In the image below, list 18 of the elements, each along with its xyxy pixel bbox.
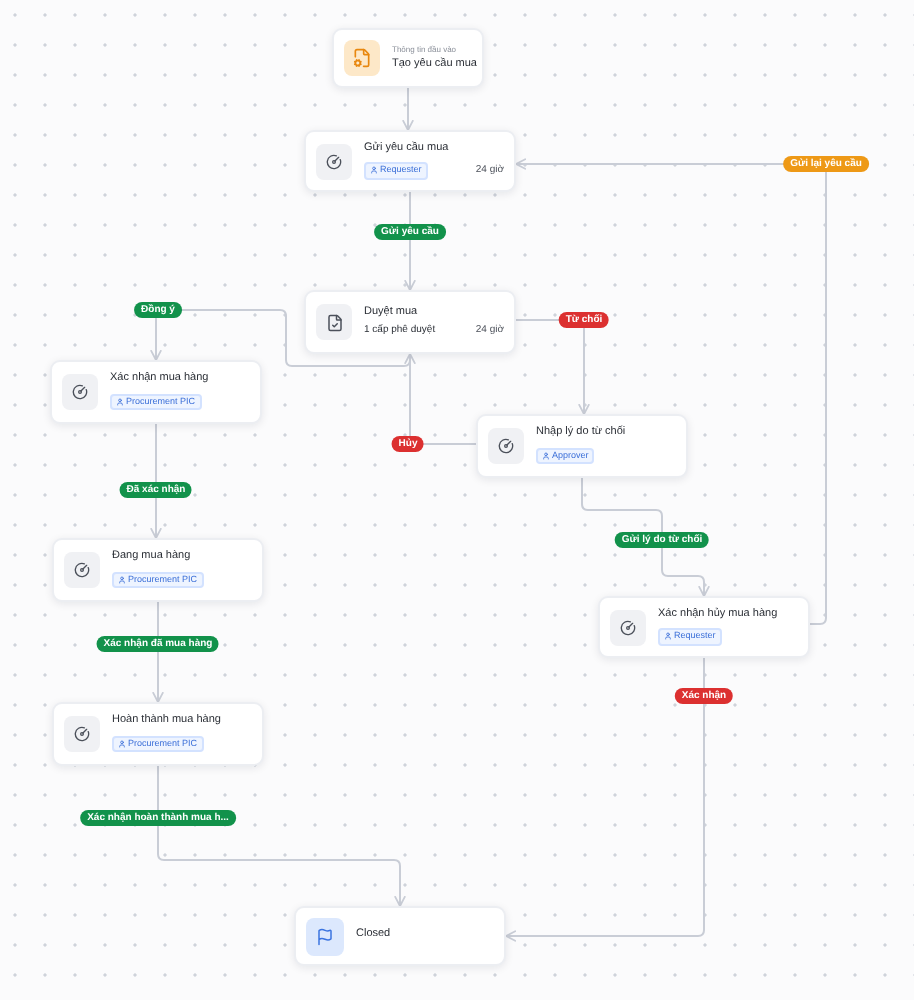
- step-card: [52, 538, 264, 602]
- connector-arrow: [404, 353, 477, 445]
- start-card: [332, 28, 484, 88]
- connector-arrow: [157, 765, 406, 907]
- connector-arrow: [581, 477, 710, 597]
- step-card: [52, 702, 264, 766]
- connector-arrow: [150, 309, 411, 367]
- connector-arrow: [515, 158, 827, 625]
- connector-arrow: [505, 657, 705, 942]
- step-card: [304, 290, 516, 354]
- step-card: [304, 130, 516, 192]
- end-card: [294, 906, 506, 966]
- connector-arrow: [150, 423, 162, 539]
- step-card: [50, 360, 262, 424]
- connector-arrow: [402, 87, 414, 131]
- connector-arrow: [152, 601, 164, 703]
- step-card: [598, 596, 810, 658]
- step-card: [476, 414, 688, 478]
